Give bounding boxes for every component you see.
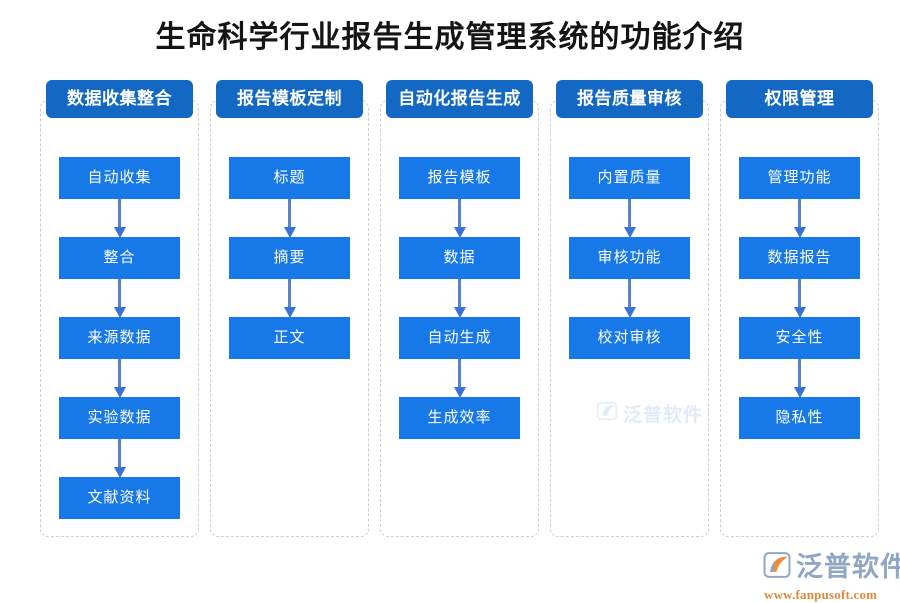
arrow-down-icon xyxy=(283,279,296,318)
node-wrapper: 摘要 xyxy=(210,237,369,318)
flow-node[interactable]: 整合 xyxy=(59,237,180,279)
arrow-down-icon xyxy=(113,279,126,318)
column-header-3[interactable]: 自动化报告生成 xyxy=(386,80,533,118)
flow-node[interactable]: 自动生成 xyxy=(399,317,520,359)
node-wrapper: 数据报告 xyxy=(720,237,879,318)
node-wrapper: 标题 xyxy=(210,157,369,238)
column-header-1[interactable]: 数据收集整合 xyxy=(46,80,193,118)
flow-node[interactable]: 摘要 xyxy=(229,237,350,279)
arrow-down-icon xyxy=(793,359,806,398)
flow-node[interactable]: 审核功能 xyxy=(569,237,690,279)
column-node-list: 自动收集整合来源数据实验数据文献资料 xyxy=(40,157,199,519)
node-wrapper: 生成效率 xyxy=(380,397,539,439)
node-wrapper: 来源数据 xyxy=(40,317,199,398)
flowchart-diagram: 泛普软件 数据收集整合自动收集整合来源数据实验数据文献资料报告模板定制标题摘要正… xyxy=(0,80,900,550)
arrow-down-icon xyxy=(113,439,126,478)
node-wrapper: 隐私性 xyxy=(720,397,879,439)
flow-node[interactable]: 来源数据 xyxy=(59,317,180,359)
node-wrapper: 正文 xyxy=(210,317,369,359)
flow-node[interactable]: 校对审核 xyxy=(569,317,690,359)
arrow-down-icon xyxy=(453,199,466,238)
arrow-down-icon xyxy=(113,359,126,398)
column-node-list: 标题摘要正文 xyxy=(210,157,369,359)
node-wrapper: 管理功能 xyxy=(720,157,879,238)
brand-name: 泛普软件 xyxy=(796,552,900,582)
column-node-list: 管理功能数据报告安全性隐私性 xyxy=(720,157,879,439)
flow-node[interactable]: 实验数据 xyxy=(59,397,180,439)
arrow-down-icon xyxy=(793,279,806,318)
flow-node[interactable]: 正文 xyxy=(229,317,350,359)
flow-node[interactable]: 报告模板 xyxy=(399,157,520,199)
node-wrapper: 自动收集 xyxy=(40,157,199,238)
node-wrapper: 校对审核 xyxy=(550,317,709,359)
node-wrapper: 报告模板 xyxy=(380,157,539,238)
node-wrapper: 文献资料 xyxy=(40,477,199,519)
column-node-list: 内置质量审核功能校对审核 xyxy=(550,157,709,359)
arrow-down-icon xyxy=(113,199,126,238)
arrow-down-icon xyxy=(453,279,466,318)
page-title: 生命科学行业报告生成管理系统的功能介绍 xyxy=(155,21,745,54)
flow-node[interactable]: 数据 xyxy=(399,237,520,279)
flow-node[interactable]: 自动收集 xyxy=(59,157,180,199)
flow-node[interactable]: 内置质量 xyxy=(569,157,690,199)
flow-node[interactable]: 文献资料 xyxy=(59,477,180,519)
node-wrapper: 内置质量 xyxy=(550,157,709,238)
flow-node[interactable]: 生成效率 xyxy=(399,397,520,439)
column-node-list: 报告模板数据自动生成生成效率 xyxy=(380,157,539,439)
node-wrapper: 数据 xyxy=(380,237,539,318)
flow-node[interactable]: 数据报告 xyxy=(739,237,860,279)
flow-node[interactable]: 管理功能 xyxy=(739,157,860,199)
node-wrapper: 审核功能 xyxy=(550,237,709,318)
arrow-down-icon xyxy=(623,199,636,238)
fanpu-logo-icon xyxy=(762,550,792,585)
arrow-down-icon xyxy=(453,359,466,398)
arrow-down-icon xyxy=(283,199,296,238)
arrow-down-icon xyxy=(623,279,636,318)
column-header-4[interactable]: 报告质量审核 xyxy=(556,80,703,118)
node-wrapper: 自动生成 xyxy=(380,317,539,398)
node-wrapper: 实验数据 xyxy=(40,397,199,478)
node-wrapper: 安全性 xyxy=(720,317,879,398)
brand-logo: 泛普软件 www.fanpusoft.com xyxy=(762,550,900,603)
column-header-2[interactable]: 报告模板定制 xyxy=(216,80,363,118)
arrow-down-icon xyxy=(793,199,806,238)
flow-node[interactable]: 安全性 xyxy=(739,317,860,359)
brand-row: 泛普软件 xyxy=(762,550,900,585)
node-wrapper: 整合 xyxy=(40,237,199,318)
brand-url: www.fanpusoft.com xyxy=(764,587,878,602)
flow-node[interactable]: 标题 xyxy=(229,157,350,199)
flow-node[interactable]: 隐私性 xyxy=(739,397,860,439)
column-header-5[interactable]: 权限管理 xyxy=(726,80,873,118)
